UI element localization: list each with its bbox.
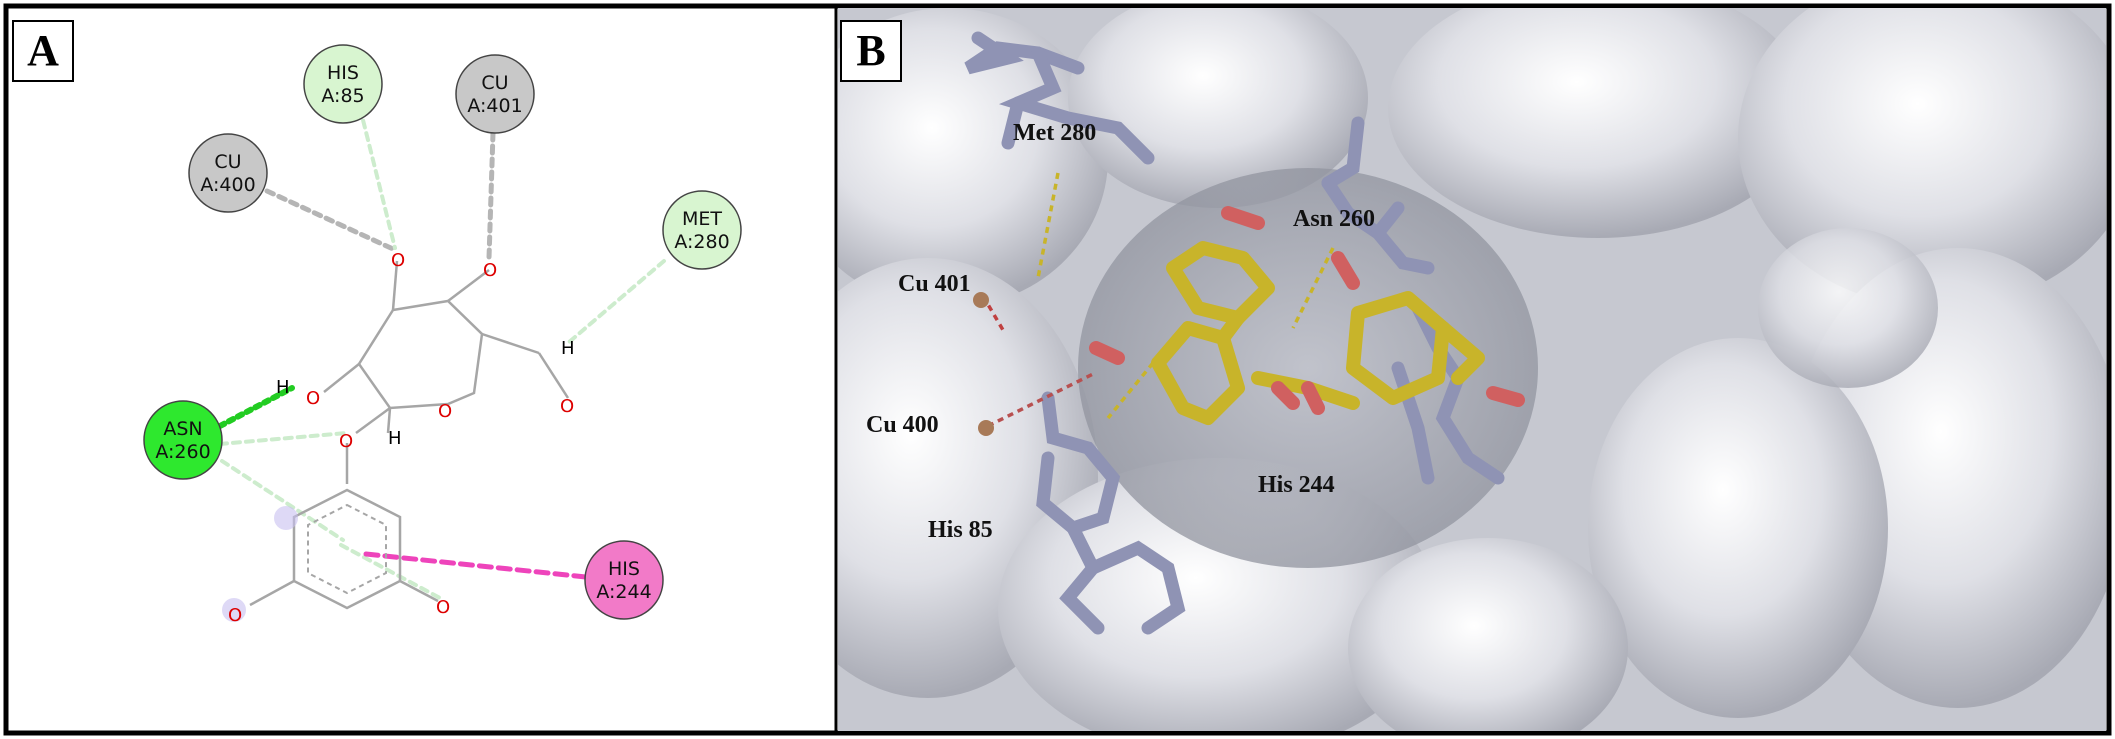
- label-asn260: Asn 260: [1293, 206, 1375, 232]
- ring-substituents: [249, 579, 439, 607]
- label-cu400: Cu 400: [866, 412, 939, 438]
- hbond-asn260-h: [217, 385, 295, 429]
- oxygen-atom: O: [436, 597, 450, 618]
- residue-position: A:400: [200, 174, 255, 196]
- carbon-hbond-ring-oh: [339, 543, 442, 600]
- residue-his85: HIS A:85: [303, 44, 383, 124]
- residue-name: MET: [682, 208, 722, 230]
- atom-labels: O O O O O O O O H H H: [228, 250, 575, 626]
- residue-position: A:401: [467, 95, 522, 117]
- oxygen-atom: O: [339, 431, 353, 452]
- interaction-dashes: [981, 172, 1335, 428]
- carbon-hbond-his85: [358, 106, 397, 250]
- carbon-hbond-met280: [566, 259, 666, 345]
- aromatic-ring-inner: [307, 503, 387, 595]
- copper-atom-cu401: [973, 292, 989, 308]
- hydrogen-atom: H: [276, 377, 290, 398]
- ligand-oxygens: [1089, 206, 1525, 415]
- copper-atom-cu400: [978, 420, 994, 436]
- label-his244: His 244: [1258, 472, 1335, 498]
- residue-cu401: CU A:401: [455, 54, 535, 134]
- carbon-hbond-asn260-ring: [220, 459, 345, 542]
- interaction-lines: [217, 106, 666, 600]
- label-cu401: Cu 401: [898, 271, 971, 297]
- panel-b-render: Met 280 Asn 260 Cu 401 Cu 400 His 85 His…: [838, 8, 2106, 731]
- hydrogen-atom: H: [388, 428, 402, 449]
- metal-bond-cu401: [486, 130, 496, 261]
- residue-asn260: ASN A:260: [143, 400, 223, 480]
- label-met280: Met 280: [1013, 120, 1096, 146]
- metal-bond-cu400: [264, 188, 396, 252]
- residue-cu400: CU A:400: [188, 133, 268, 213]
- oxygen-atom: O: [306, 388, 320, 409]
- residue-name: ASN: [163, 418, 202, 440]
- residue-name: CU: [214, 151, 241, 173]
- halo: [222, 598, 246, 622]
- panel-a-diagram: O O O O O O O O H H H HIS A:85 CU A:401 …: [143, 44, 742, 626]
- residue-name: HIS: [327, 62, 359, 84]
- residue-name: CU: [481, 72, 508, 94]
- residue-position: A:244: [596, 581, 651, 603]
- oxygen-atom: O: [228, 605, 242, 626]
- residue-position: A:280: [674, 231, 729, 253]
- residue-met280: MET A:280: [662, 190, 742, 270]
- halo: [274, 506, 298, 530]
- oxygen-atom: O: [438, 401, 452, 422]
- label-his85: His 85: [928, 517, 993, 543]
- hydrogen-atom: H: [561, 338, 575, 359]
- residue-his244: HIS A:244: [584, 540, 664, 620]
- carbon-hbond-asn260-o: [218, 431, 348, 446]
- ligand-sticks: [1151, 241, 1485, 425]
- oxygen-atom: O: [391, 250, 405, 271]
- oxygen-atom: O: [560, 396, 574, 417]
- residue-position: A:85: [321, 85, 364, 107]
- oxygen-atom: O: [483, 260, 497, 281]
- pi-interaction-his244: [363, 551, 589, 580]
- residue-name: HIS: [608, 558, 640, 580]
- residue-position: A:260: [155, 441, 210, 463]
- panel-b-label: B: [840, 20, 902, 82]
- panel-a-label: A: [12, 20, 74, 82]
